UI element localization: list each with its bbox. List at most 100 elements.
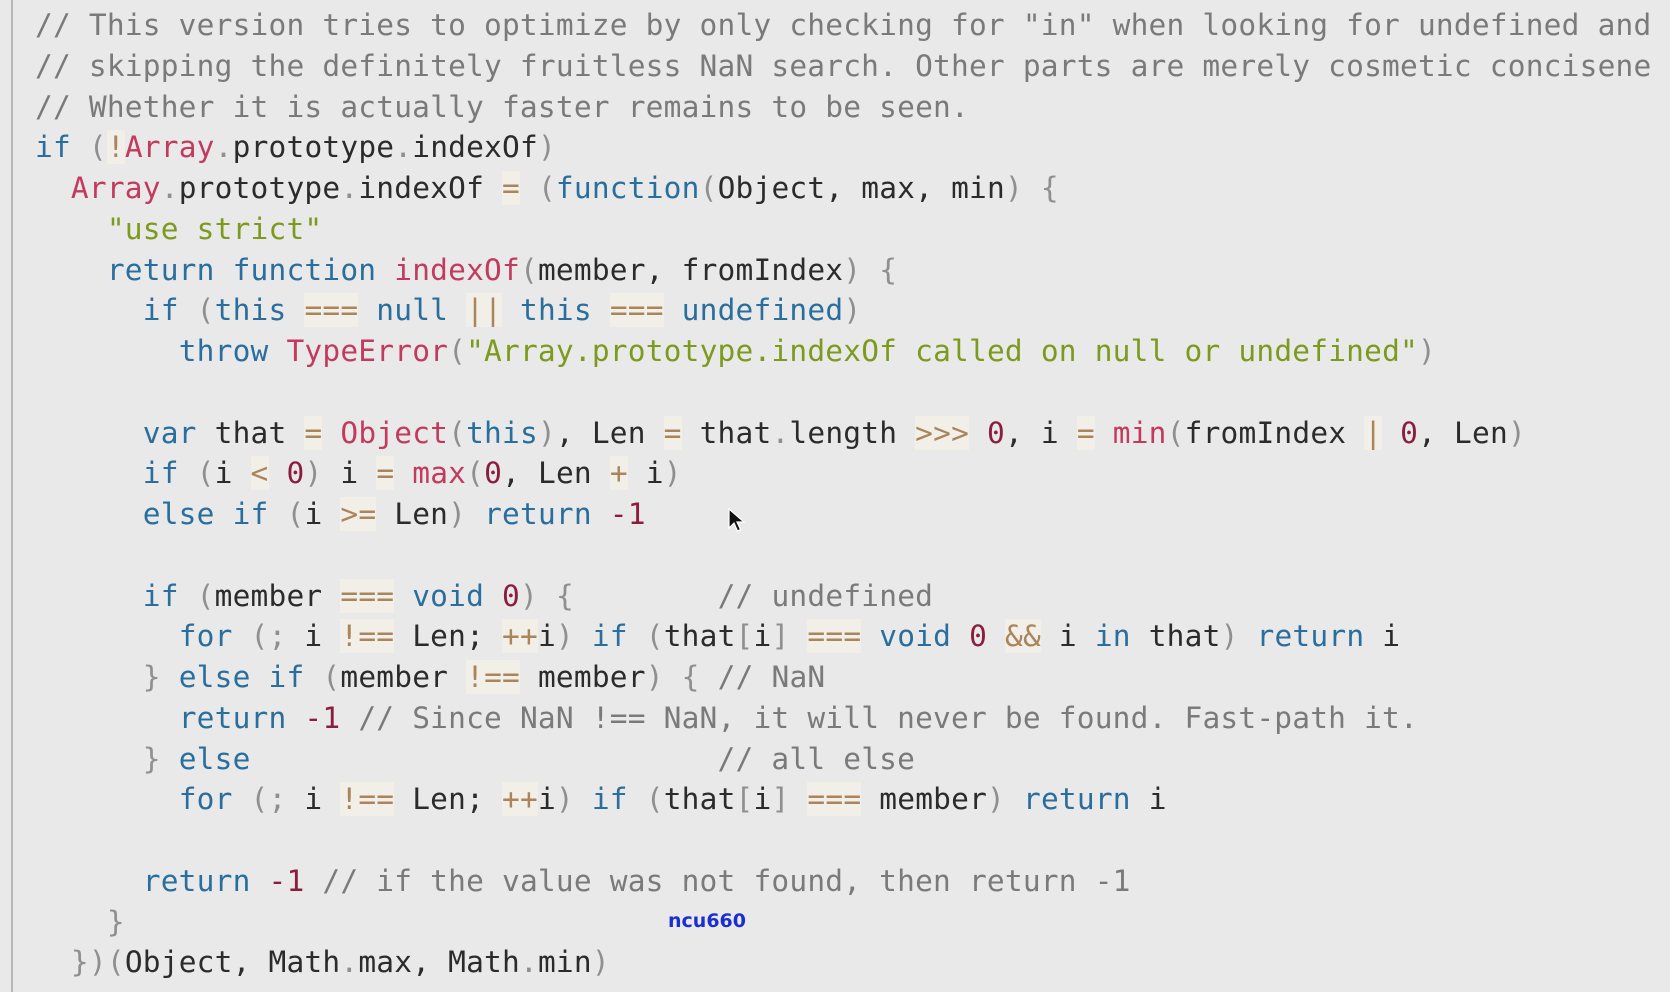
punctuation-token: ( <box>645 619 664 654</box>
code-text <box>358 293 376 327</box>
code-text <box>179 293 197 327</box>
comment-token: // This version tries to optimize by onl… <box>35 8 1652 42</box>
punctuation-token: ( <box>537 171 556 205</box>
code-text <box>215 253 233 287</box>
code-line: for (; i !== Len; ++i) if (that[i] === m… <box>35 779 1651 820</box>
punctuation-token: } <box>142 741 161 776</box>
punctuation-token: ) <box>843 252 862 287</box>
keyword-token: void <box>412 578 485 613</box>
code-text <box>161 742 179 776</box>
code-line: if (!Array.prototype.indexOf) <box>35 127 1651 168</box>
code-text: length <box>789 415 916 450</box>
code-text <box>861 253 879 287</box>
builtin-token: min <box>1112 415 1167 450</box>
keyword-token: this <box>214 293 287 328</box>
punctuation-token: [ <box>735 619 754 654</box>
code-text: indexOf <box>412 130 538 165</box>
keyword-token: return <box>106 252 215 287</box>
code-text: max, Math <box>358 945 520 980</box>
keyword-token: function <box>555 171 700 205</box>
keyword-token: for <box>178 782 233 817</box>
code-text <box>251 742 718 776</box>
code-text: min <box>537 945 592 980</box>
keyword-token: if <box>591 619 628 654</box>
number-token: -1 <box>268 863 305 898</box>
code-text: fromIndex <box>1184 415 1365 450</box>
code-text: i <box>286 782 341 817</box>
code-line: for (; i !== Len; ++i) if (that[i] === v… <box>35 616 1651 657</box>
punctuation-token: ( <box>286 497 305 531</box>
code-text <box>35 416 143 450</box>
operator-token: >= <box>340 497 377 531</box>
punctuation-token: } <box>106 904 125 939</box>
punctuation-token: . <box>519 945 538 980</box>
code-text: i <box>214 456 251 491</box>
number-token: -1 <box>609 497 646 531</box>
comment-token: // undefined <box>717 578 934 613</box>
code-line <box>35 820 1651 861</box>
operator-token: === <box>304 293 359 328</box>
code-text: , Len <box>555 415 664 450</box>
operator-token: = <box>1076 415 1095 450</box>
punctuation-token: . <box>214 130 233 165</box>
code-line: return -1 // Since NaN !== NaN, it will … <box>35 698 1651 739</box>
code-text <box>35 782 179 816</box>
code-text: prototype <box>232 130 395 165</box>
code-line: })(Object, Math.max, Math.min) <box>35 942 1651 983</box>
code-editor[interactable]: // This version tries to optimize by onl… <box>35 5 1651 983</box>
punctuation-token: ) <box>304 456 323 491</box>
operator-token: === <box>340 578 395 613</box>
punctuation-token: ( <box>196 456 215 491</box>
code-line: // skipping the definitely fruitless NaN… <box>35 46 1651 87</box>
code-text <box>1005 782 1023 816</box>
punctuation-token: ( <box>196 293 215 328</box>
mouse-pointer-icon <box>728 507 746 539</box>
code-text <box>304 660 322 694</box>
number-token: -1 <box>304 700 341 735</box>
code-text: i <box>1364 619 1401 654</box>
punctuation-token: ( <box>519 252 538 287</box>
code-text <box>592 293 610 327</box>
punctuation-token: ) <box>555 782 574 817</box>
keyword-token: this <box>520 293 592 328</box>
code-text <box>286 293 304 327</box>
code-line: "use strict" <box>35 209 1651 250</box>
punctuation-token: ( <box>448 334 467 368</box>
code-text <box>574 579 718 613</box>
code-line <box>35 372 1651 413</box>
punctuation-token: ( <box>88 130 107 165</box>
code-text <box>286 701 304 735</box>
punctuation-token: ) <box>987 782 1006 817</box>
operator-token: === <box>609 293 664 328</box>
code-text <box>35 660 143 694</box>
code-line: // This version tries to optimize by onl… <box>35 5 1651 46</box>
code-text <box>394 579 412 613</box>
code-text <box>179 579 197 613</box>
code-text: i <box>286 619 341 654</box>
operator-token: >>> <box>915 415 970 450</box>
punctuation-token: ) <box>1220 619 1239 654</box>
code-text: that <box>1130 619 1221 654</box>
operator-token: !== <box>340 619 395 654</box>
punctuation-token: ) <box>537 130 556 165</box>
builtin-token: indexOf <box>394 252 520 287</box>
comment-token: // all else <box>717 741 916 776</box>
code-text <box>35 579 143 613</box>
code-text: member <box>340 660 467 694</box>
punctuation-token: ) <box>555 619 574 654</box>
code-text: i <box>304 497 341 531</box>
code-text: member <box>520 660 646 694</box>
code-text: member <box>214 578 341 613</box>
operator-token: && <box>1005 619 1041 654</box>
operator-token: === <box>807 782 862 817</box>
code-text <box>466 497 484 531</box>
code-text <box>1239 619 1257 653</box>
code-text: i <box>1130 782 1167 817</box>
string-token: "Array.prototype.indexOf called on null … <box>466 334 1418 368</box>
punctuation-token: } <box>142 660 161 694</box>
code-text: Object, max, min <box>717 171 1005 205</box>
keyword-token: if <box>142 578 179 613</box>
code-text <box>1382 416 1400 450</box>
code-text <box>592 497 610 531</box>
punctuation-token: [ <box>735 782 754 817</box>
